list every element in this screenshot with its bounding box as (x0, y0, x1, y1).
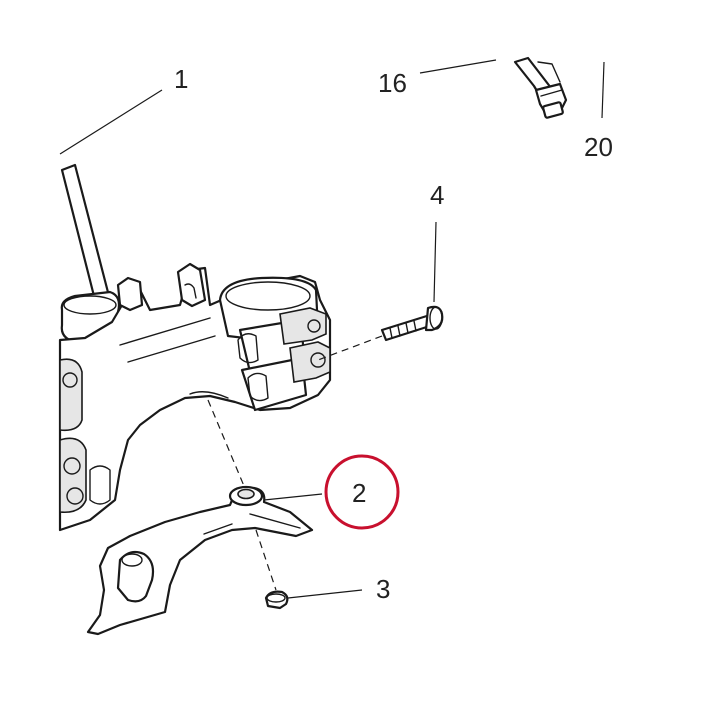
leader-16 (419, 59, 497, 74)
callout-20[interactable]: 20 (584, 132, 613, 162)
axis-bracket (207, 399, 245, 487)
axis-screw (255, 529, 277, 591)
leader-3 (287, 589, 363, 599)
callout-3[interactable]: 3 (376, 574, 391, 604)
steering-head-part[interactable] (58, 163, 332, 532)
leader-lines (59, 59, 605, 599)
callout-4[interactable]: 4 (430, 180, 445, 210)
leader-20 (601, 61, 605, 119)
hose-fitting-part[interactable] (513, 56, 568, 119)
leader-2 (263, 493, 323, 501)
callout-1[interactable]: 1 (174, 64, 189, 94)
screw-part[interactable] (264, 590, 289, 610)
highlight-circle (324, 454, 400, 530)
leader-4 (433, 221, 437, 303)
bolt-part[interactable] (380, 305, 444, 342)
callout-2[interactable]: 2 (352, 478, 367, 508)
bracket-part[interactable] (86, 485, 314, 636)
callout-16[interactable]: 16 (378, 68, 407, 98)
leader-1 (59, 89, 163, 155)
